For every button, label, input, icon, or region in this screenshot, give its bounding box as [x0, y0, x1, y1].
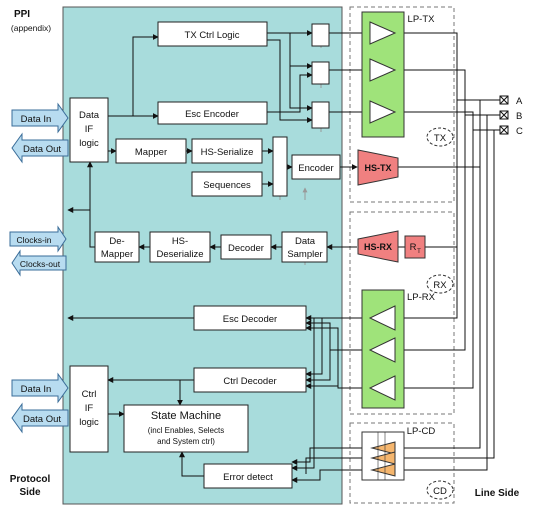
svg-text:Data In: Data In [21, 384, 52, 395]
data-if-logic: Data IF logic [69, 97, 109, 163]
svg-text:Data Out: Data Out [23, 414, 61, 425]
svg-text:Data: Data [79, 110, 100, 121]
svg-text:A: A [516, 96, 523, 107]
svg-text:TX: TX [434, 133, 447, 144]
svg-text:T: T [417, 249, 421, 255]
svg-text:HS-: HS- [172, 236, 188, 247]
ppi-data-in-bottom: Data In [11, 372, 69, 404]
rx-ellipse: RX [426, 274, 454, 294]
svg-text:HS-Serialize: HS-Serialize [201, 147, 254, 158]
lp-mux-1 [311, 23, 330, 47]
svg-text:and System ctrl): and System ctrl) [157, 437, 215, 446]
esc-encoder: Esc Encoder [157, 101, 268, 125]
ppi-clocks-in: Clocks-in [9, 225, 67, 253]
svg-text:CD: CD [433, 486, 447, 497]
sequences: Sequences [191, 171, 263, 197]
svg-text:B: B [516, 111, 522, 122]
svg-text:State Machine: State Machine [151, 410, 221, 422]
cd-region [349, 422, 455, 504]
ctrl-decoder: Ctrl Decoder [193, 367, 307, 393]
hs-serialize: HS-Serialize [191, 138, 263, 164]
wires [67, 30, 500, 483]
svg-text:logic: logic [79, 417, 99, 428]
state-machine: State Machine (incl Enables, Selects and… [123, 404, 249, 453]
encoder: Encoder [291, 154, 341, 180]
svg-text:Deserialize: Deserialize [157, 249, 204, 260]
ppi-data-in-top: Data In [11, 102, 69, 134]
ctrl-if-logic: Ctrl IF logic [69, 365, 109, 453]
svg-text:RX: RX [433, 280, 447, 291]
lp-rx-block: LP-RX [361, 289, 436, 409]
lp-cd-block: LP-CD [361, 426, 436, 481]
data-sampler: Data Sampler [281, 231, 328, 263]
hs-rx-block: HS-RX [357, 230, 399, 263]
svg-text:Esc Encoder: Esc Encoder [185, 109, 239, 120]
svg-text:Ctrl: Ctrl [82, 389, 97, 400]
svg-text:Esc Decoder: Esc Decoder [223, 314, 277, 325]
tx-ctrl-logic: TX Ctrl Logic [157, 21, 268, 47]
svg-text:IF: IF [85, 124, 94, 135]
hs-mux [272, 136, 288, 197]
svg-text:Clocks-in: Clocks-in [17, 235, 52, 245]
svg-text:(incl Enables, Selects: (incl Enables, Selects [148, 426, 224, 435]
ppi-label: PPI [14, 9, 30, 20]
lp-mux-3 [311, 101, 330, 129]
appendix-label: (appendix) [11, 23, 51, 33]
svg-text:R: R [410, 242, 417, 253]
cd-ellipse: CD [426, 480, 454, 500]
svg-text:Data: Data [295, 236, 316, 247]
hs-deserialize: HS- Deserialize [149, 231, 211, 263]
svg-text:Error detect: Error detect [223, 472, 273, 483]
svg-text:Mapper: Mapper [135, 147, 167, 158]
esc-decoder: Esc Decoder [193, 305, 307, 331]
demapper: De- Mapper [94, 231, 140, 263]
svg-text:HS-TX: HS-TX [365, 163, 392, 173]
svg-text:Decoder: Decoder [228, 243, 264, 254]
line-side-label: Line Side [475, 488, 520, 499]
svg-text:LP-CD: LP-CD [407, 426, 436, 437]
rt-block: R T [404, 235, 426, 259]
svg-text:Ctrl Decoder: Ctrl Decoder [223, 376, 276, 387]
svg-text:IF: IF [85, 403, 94, 414]
tx-ellipse: TX [426, 127, 454, 147]
svg-text:TX Ctrl Logic: TX Ctrl Logic [185, 30, 240, 41]
pin-c: C [499, 125, 523, 137]
svg-text:Sequences: Sequences [203, 180, 251, 191]
svg-text:logic: logic [79, 138, 99, 149]
svg-text:C: C [516, 126, 523, 137]
pin-b: B [499, 110, 522, 122]
svg-text:Mapper: Mapper [101, 249, 133, 260]
rx-region [349, 211, 455, 415]
ppi-clocks-out: Clocks-out [11, 249, 67, 277]
decoder: Decoder [220, 234, 272, 260]
error-detect: Error detect [203, 463, 293, 489]
hs-tx-block: HS-TX [357, 149, 399, 186]
protocol-side-label: Protocol [10, 474, 51, 485]
protocol-side-label-2: Side [19, 487, 41, 498]
svg-text:LP-RX: LP-RX [407, 292, 436, 303]
mapper: Mapper [115, 138, 187, 164]
lp-tx-block: LP-TX [361, 11, 436, 138]
svg-text:Data Out: Data Out [23, 144, 61, 155]
svg-text:De-: De- [109, 236, 124, 247]
svg-text:Clocks-out: Clocks-out [20, 259, 61, 269]
ppi-data-out-bottom: Data Out [11, 402, 69, 434]
svg-text:Encoder: Encoder [298, 163, 333, 174]
svg-text:LP-TX: LP-TX [408, 14, 436, 25]
tx-region [349, 6, 455, 203]
lp-mux-2 [311, 61, 330, 85]
svg-text:Sampler: Sampler [287, 249, 322, 260]
svg-text:Data In: Data In [21, 114, 52, 125]
pin-a: A [499, 95, 523, 107]
ppi-data-out-top: Data Out [11, 132, 69, 164]
svg-text:HS-RX: HS-RX [364, 242, 392, 252]
